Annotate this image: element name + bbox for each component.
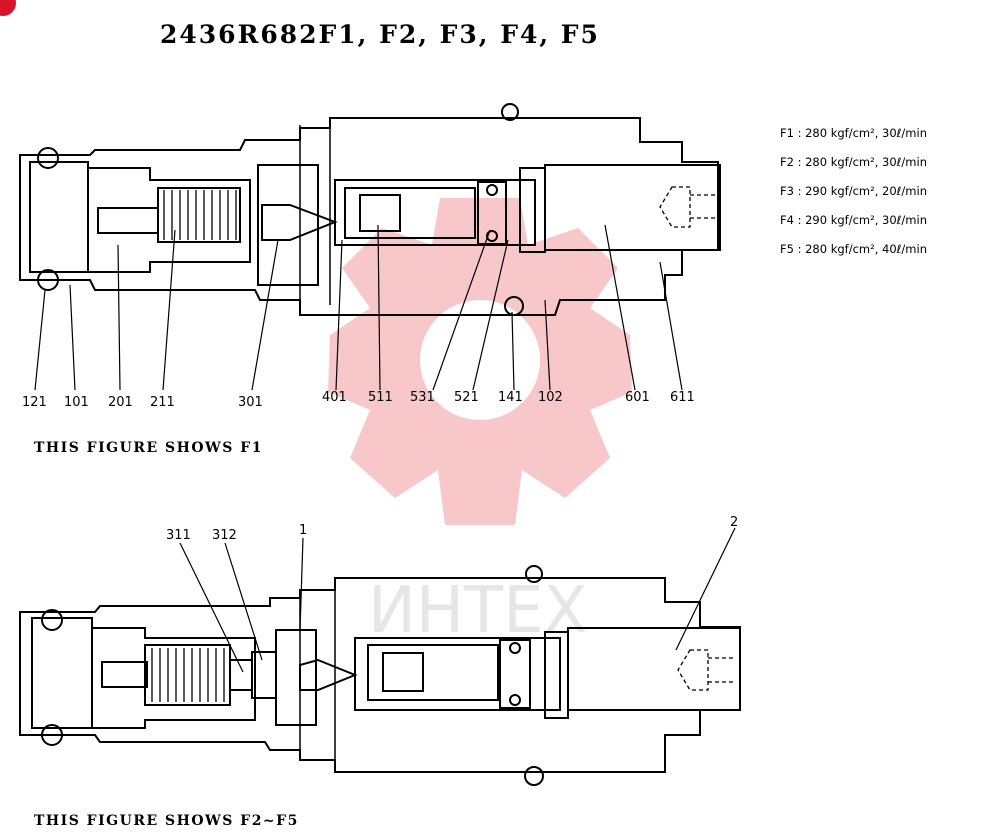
part-label: 521 [454, 390, 479, 405]
part-label: 511 [368, 390, 393, 405]
part-label: 141 [498, 390, 523, 405]
part-label: 401 [322, 390, 347, 405]
part-label: 531 [410, 390, 435, 405]
part-label: 311 [166, 528, 191, 543]
spec-f5: F5 : 280 kgf/cm², 40ℓ/min [780, 242, 927, 256]
spec-f1: F1 : 280 kgf/cm², 30ℓ/min [780, 126, 927, 140]
figure1-drawing [19, 103, 721, 316]
figure2-caption: THIS FIGURE SHOWS F2~F5 [34, 813, 299, 829]
figure1-leaders [34, 224, 683, 391]
spec-f2: F2 : 280 kgf/cm², 30ℓ/min [780, 155, 927, 169]
figure2-drawing [19, 565, 741, 786]
figure2-part-labels: 311 312 1 2 [166, 515, 738, 543]
part-label: 101 [64, 395, 89, 410]
figure2-leaders [179, 527, 736, 673]
spec-f4: F4 : 290 kgf/cm², 30ℓ/min [780, 213, 927, 227]
part-label: 312 [212, 528, 237, 543]
part-label: 1 [299, 523, 307, 538]
spec-list: F1 : 280 kgf/cm², 30ℓ/min F2 : 280 kgf/c… [780, 126, 927, 271]
watermark-text: ИНТЕХ [368, 574, 587, 648]
watermark-gear-icon [328, 198, 632, 525]
part-label: 211 [150, 395, 175, 410]
part-label: 301 [238, 395, 263, 410]
figure1-part-labels: 121 101 201 211 301 401 511 531 521 141 … [22, 390, 695, 410]
spec-f3: F3 : 290 kgf/cm², 20ℓ/min [780, 184, 927, 198]
part-label: 601 [625, 390, 650, 405]
corner-mark [0, 0, 16, 16]
watermark: ИНТЕХ [328, 198, 632, 648]
part-label: 2 [730, 515, 738, 530]
part-label: 201 [108, 395, 133, 410]
page-title: 2436R682F1, F2, F3, F4, F5 [160, 20, 600, 49]
figure1-caption: THIS FIGURE SHOWS F1 [34, 440, 263, 456]
part-label: 121 [22, 395, 47, 410]
part-label: 102 [538, 390, 563, 405]
part-label: 611 [670, 390, 695, 405]
